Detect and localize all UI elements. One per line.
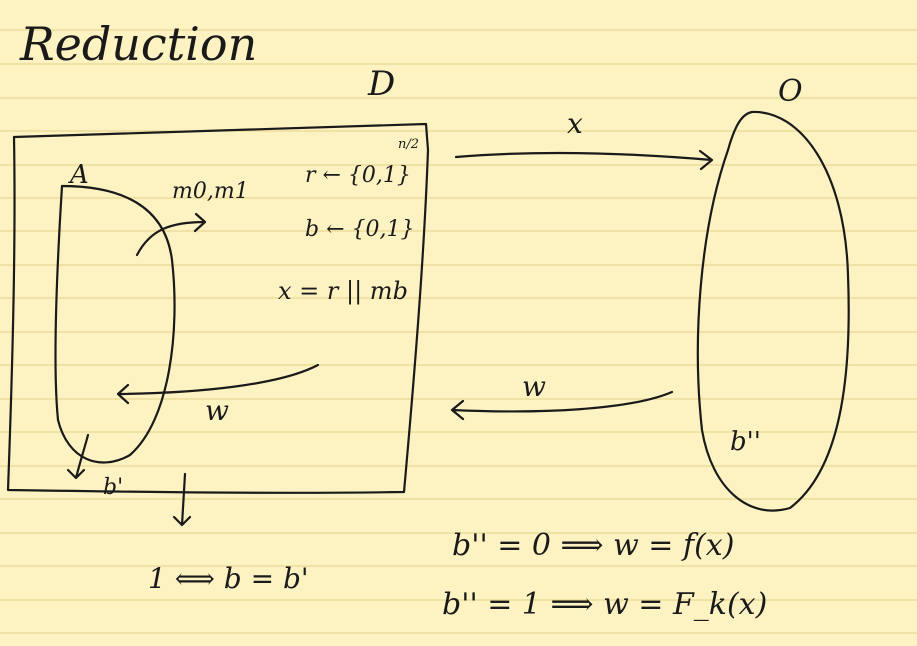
adversary-output-label: b' (103, 475, 123, 500)
distinguisher-output-arrow (172, 472, 192, 527)
x-to-oracle-arrow (454, 149, 714, 171)
w-into-adversary-label: w (205, 394, 229, 427)
input-to-adversary-arrow (135, 212, 207, 257)
adversary-oval (54, 184, 176, 464)
setup-line-x: x = r || mb (278, 277, 408, 306)
w-into-adversary-arrow (116, 363, 320, 405)
distinguisher-output-label: 1 ⟺ b = b' (148, 562, 309, 595)
distinguisher-box (6, 122, 430, 494)
ruled-lines (0, 29, 917, 634)
setup-line-r: r ← {0,1} (305, 163, 411, 188)
oracle-oval (696, 110, 850, 512)
adversary-label: A (68, 160, 89, 190)
setup-line-b: b ← {0,1} (305, 217, 414, 242)
oracle-bit-label: b'' (730, 427, 761, 457)
case-line-0: b'' = 0 ⟹ w = f(x) (452, 528, 734, 563)
case-line-1: b'' = 1 ⟹ w = F_k(x) (442, 587, 767, 622)
w-from-oracle-label: w (522, 370, 546, 403)
w-from-oracle-arrow (450, 390, 674, 421)
x-to-oracle-label: x (567, 107, 583, 140)
distinguisher-label: D (367, 64, 395, 104)
adversary-output-arrow (66, 433, 90, 480)
oracle-label: O (778, 74, 803, 109)
setup-exponent: n/2 (398, 137, 419, 152)
adversary-input-label: m0,m1 (172, 179, 249, 204)
page-title: Reduction (19, 17, 257, 71)
